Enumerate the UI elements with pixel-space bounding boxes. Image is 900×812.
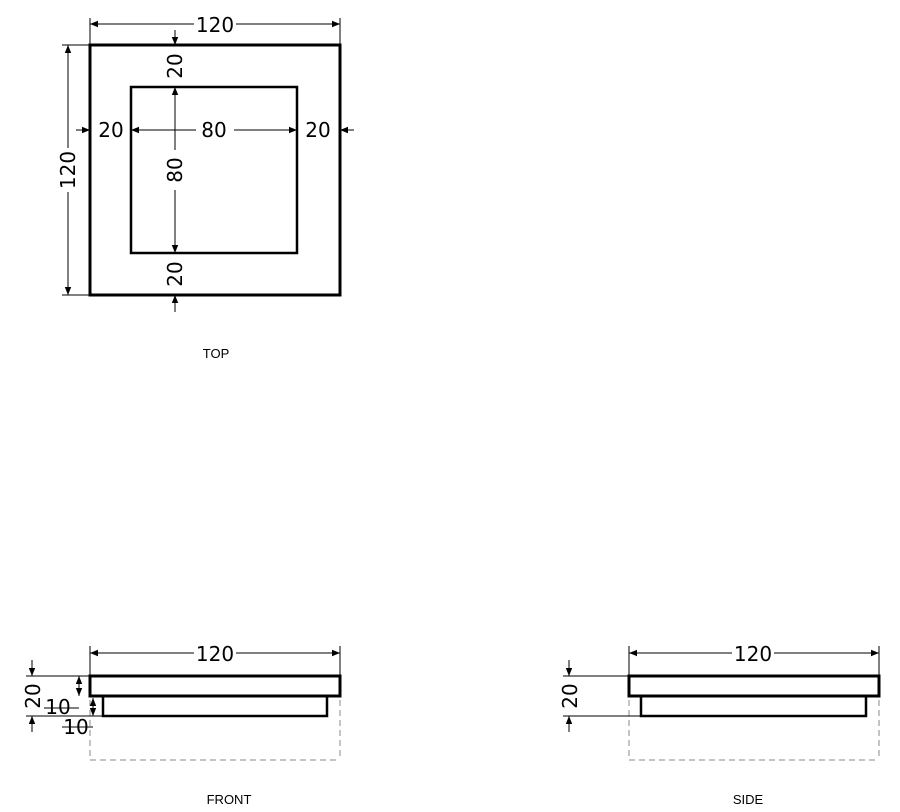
top-width-dimension: 120: [89, 12, 341, 45]
side-height-label: 20: [558, 683, 582, 708]
front-flange-label: 10: [45, 695, 70, 719]
front-flange-dimension: 10: [44, 676, 83, 719]
opening-height-label: 80: [163, 157, 187, 182]
side-width-label: 120: [734, 642, 772, 666]
front-width-dimension: 120: [89, 641, 341, 676]
front-flange: [88, 674, 342, 698]
front-step-label: 10: [63, 715, 88, 739]
opening-width-label: 80: [201, 118, 226, 142]
top-margin-dimension: 20: [163, 30, 187, 79]
side-body: [639, 694, 868, 718]
front-view-title: FRONT: [207, 792, 252, 807]
bottom-margin-dimension: 20: [163, 261, 187, 312]
side-flange: [627, 674, 881, 698]
top-height-label: 120: [56, 151, 80, 189]
top-margin-label: 20: [163, 53, 187, 78]
right-margin-label: 20: [305, 118, 330, 142]
opening-width-dimension: 80: [131, 118, 297, 142]
top-view: 120 120 20 80 20 20: [55, 12, 354, 361]
top-height-dimension: 120: [55, 44, 90, 296]
top-view-title: TOP: [203, 346, 230, 361]
front-step-dimension: 10: [62, 698, 97, 739]
side-view: 120 20 SIDE: [558, 641, 881, 807]
front-body: [101, 694, 329, 718]
bottom-margin-label: 20: [163, 261, 187, 286]
front-view: 120 20 10 10 FRONT: [21, 641, 342, 807]
top-outer-square: [88, 43, 342, 297]
left-margin-dimension: 20: [76, 118, 124, 142]
left-margin-label: 20: [98, 118, 123, 142]
front-width-label: 120: [196, 642, 234, 666]
top-width-label: 120: [196, 13, 234, 37]
side-view-title: SIDE: [733, 792, 764, 807]
right-margin-dimension: 20: [305, 118, 354, 142]
side-height-dimension: 20: [558, 660, 641, 732]
front-height-label: 20: [21, 683, 45, 708]
opening-height-dimension: 80: [163, 87, 187, 253]
top-inner-opening: [129, 85, 299, 255]
side-width-dimension: 120: [628, 641, 880, 676]
